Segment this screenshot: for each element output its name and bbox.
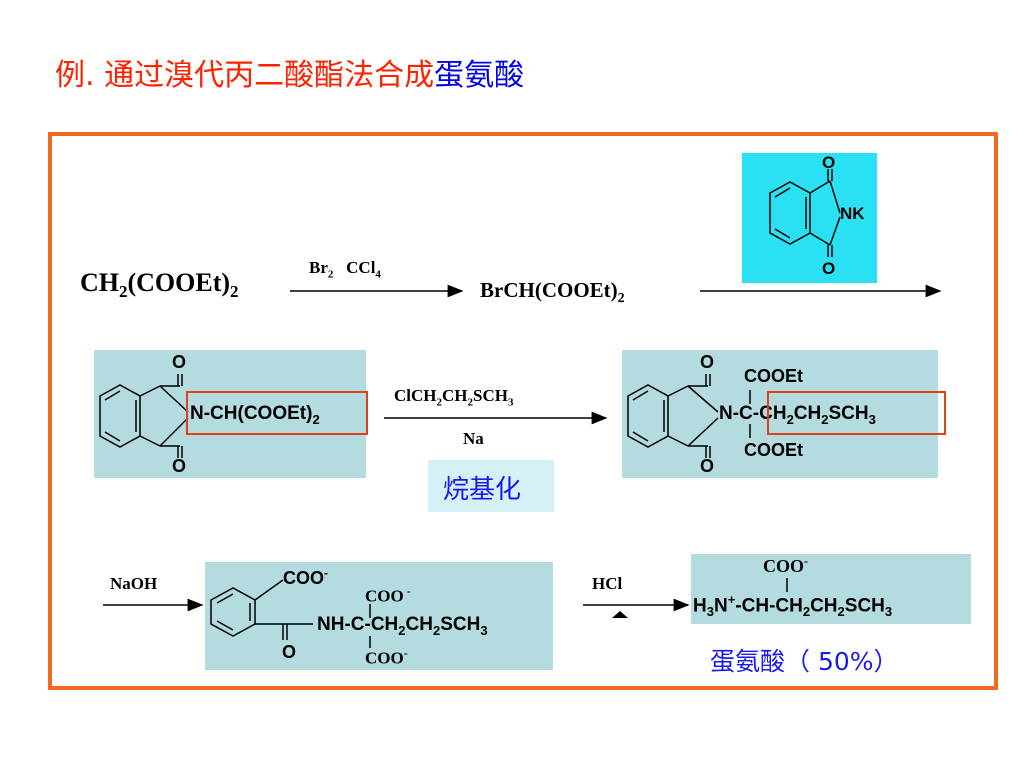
- atom-nk: NK: [840, 204, 865, 223]
- hydrolysis-chain: NH-C-CH2CH2SCH3: [317, 614, 488, 638]
- atom-o-bottom: O: [700, 456, 715, 476]
- atom-o-bottom: O: [172, 456, 187, 476]
- methionine-formula: H3N+-CH-CH2CH2SCH3: [693, 592, 893, 620]
- hydrolysis-structure: [210, 579, 371, 648]
- n-malonate-label: N-CH(COOEt)2: [190, 403, 320, 427]
- carboxylate-top: COO-: [283, 566, 329, 588]
- alkylated-structure: [627, 374, 751, 458]
- content-frame: [48, 132, 998, 690]
- carboxylate-3: COO-: [365, 646, 408, 668]
- amide-o: O: [282, 642, 297, 662]
- atom-o-bottom: O: [822, 259, 836, 278]
- methionine-structure: [786, 578, 788, 592]
- methionine-carboxylate: COO-: [763, 554, 809, 576]
- bromo-product: BrCH(COOEt)2: [480, 278, 625, 307]
- alkylated-product-box: O COOEt N-C-CH2CH2SCH3 COOEt O: [622, 350, 938, 478]
- title-highlight: 蛋氨酸: [434, 58, 525, 93]
- alkylation-text: 烷基化: [443, 475, 522, 505]
- cooet-top: COOEt: [744, 366, 804, 386]
- cooet-bottom: COOEt: [744, 440, 804, 460]
- hydrolysis-product-box: COO- COO - NH-C-CH2CH2SCH3 O COO-: [205, 562, 553, 670]
- naoh-label: NaOH: [110, 574, 158, 593]
- sodium-label: Na: [463, 429, 484, 448]
- phthalimidomalonate-box: O N-CH(COOEt)2 O: [94, 350, 366, 478]
- phthalimide-structure: [769, 169, 841, 257]
- slide-title: 例. 通过溴代丙二酸酯法合成蛋氨酸: [55, 50, 524, 94]
- start-material: CH2(COOEt)2: [80, 268, 239, 302]
- methionine-box: COO- H3N+-CH-CH2CH2SCH3: [691, 554, 971, 624]
- highlight-box-ch: [186, 391, 368, 435]
- hcl-label: HCl: [592, 574, 623, 593]
- atom-o-top: O: [822, 153, 836, 172]
- alkylated-chain: N-C-CH2CH2SCH3: [719, 403, 876, 427]
- atom-o-top: O: [700, 352, 715, 372]
- alkylation-tag: 烷基化: [428, 460, 554, 512]
- atom-o-top: O: [172, 352, 187, 372]
- highlight-box-chain: [767, 391, 946, 435]
- potassium-phthalimide-box: O NK O: [742, 153, 877, 283]
- title-prefix: 例. 通过溴代丙二酸酯法合成: [55, 58, 435, 93]
- reagent-bromination: Br2 CCl4: [309, 258, 381, 281]
- heat-triangle: [612, 611, 628, 618]
- phthalimidomalonate-structure: [99, 374, 189, 458]
- carboxylate-2: COO -: [365, 584, 411, 606]
- alkylating-reagent: ClCH2CH2SCH3: [394, 386, 514, 409]
- methionine-caption: 蛋氨酸（ 50%）: [710, 647, 899, 676]
